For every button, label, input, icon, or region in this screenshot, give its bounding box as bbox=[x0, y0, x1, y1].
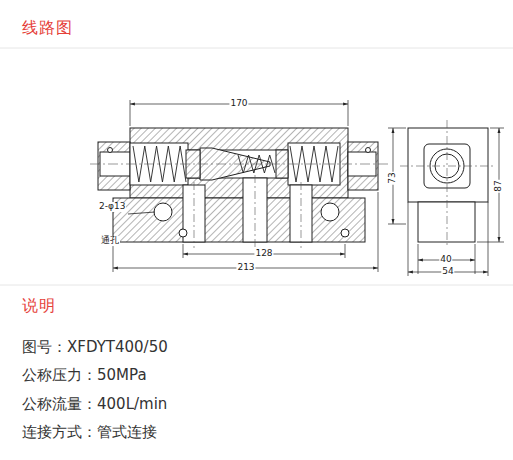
dimension: 73 bbox=[388, 171, 398, 184]
front-section bbox=[90, 128, 388, 248]
spec-line: 公称压力：50MPa bbox=[22, 367, 147, 384]
spec-line: 公称流量：400L/min bbox=[22, 396, 167, 413]
separator bbox=[0, 48, 513, 49]
spec-line: 连接方式：管式连接 bbox=[22, 424, 157, 441]
dimension: 128 bbox=[254, 249, 273, 259]
dimension: 54 bbox=[441, 267, 454, 277]
hole-note: 通孔 bbox=[100, 236, 120, 246]
section-heading: 说明 bbox=[22, 297, 56, 315]
dimension-lines bbox=[113, 100, 504, 276]
page-title: 线路图 bbox=[22, 19, 73, 37]
separator bbox=[0, 285, 513, 286]
spec-line: 图号：XFDYT400/50 bbox=[22, 339, 168, 356]
dimension: 40 bbox=[439, 255, 452, 265]
dimension: 87 bbox=[494, 179, 504, 192]
dimension: 170 bbox=[229, 99, 248, 109]
hole-note: 2-φ13 bbox=[98, 202, 126, 212]
dimension: 213 bbox=[236, 263, 255, 273]
side-view bbox=[400, 120, 495, 248]
